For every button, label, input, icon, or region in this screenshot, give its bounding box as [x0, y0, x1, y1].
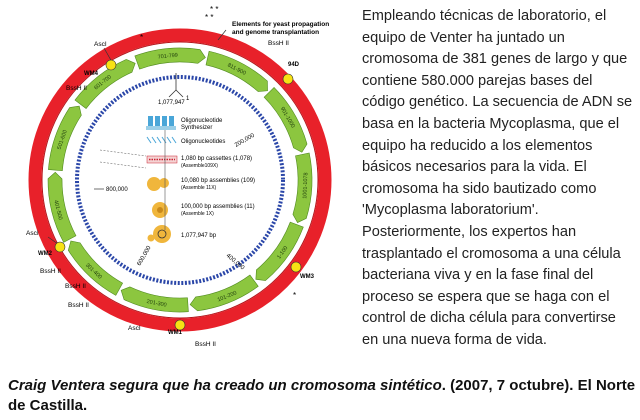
asci-top-pointer [103, 47, 113, 63]
top-label-pointer [217, 29, 227, 41]
cassette-arrow [205, 50, 268, 92]
cassette-arrow [120, 286, 189, 313]
outer-ring-edge [41, 41, 319, 319]
yeast-icon-3 [147, 225, 171, 243]
cassette-arrows [47, 47, 313, 313]
cassette-arrow [263, 86, 308, 153]
bsshii-left-label-2: BssH II [65, 283, 86, 290]
top-label-line1: Elements for yeast propagation [232, 21, 329, 28]
legend-100k-sub: (Assemble 1X) [181, 211, 214, 217]
bsshii-left-label-3: BssH II [68, 302, 89, 309]
wm3-marker [290, 261, 302, 273]
wm3-label: WM3 [300, 274, 315, 280]
zoom-guide [99, 149, 147, 169]
legend-cassette-main: 1,080 bp cassettes (1,078) [181, 156, 252, 162]
legend-10k-sub: (Assemble 11X) [181, 185, 217, 191]
origin-branch-right [175, 89, 184, 98]
legend-synthesizer-main: Oligonucleotide [181, 118, 223, 124]
oligonucleotides-icon [146, 136, 177, 144]
cassette-arrow [189, 274, 259, 312]
asterisk-cluster-top-2: * * [210, 5, 218, 14]
cassette-arrow [74, 59, 136, 109]
cassette-label: 201-300 [146, 299, 167, 309]
asci-top-label: AscI [94, 41, 107, 48]
wm4-marker [105, 59, 117, 71]
legend-10k-main: 10,080 bp assemblies (109) [181, 178, 255, 184]
caption-citation: Craig Ventera segura que ha creado un cr… [8, 377, 442, 394]
asterisk-cluster-top: * * [205, 13, 213, 22]
d94-label: 94D [288, 62, 300, 68]
cassette-icon [146, 155, 178, 164]
cassette-arrow [292, 152, 313, 223]
cassette-arrow [48, 105, 82, 171]
asci-left-pointer [47, 236, 59, 245]
yeast-icon-2 [152, 202, 168, 218]
cassette-arrow [47, 171, 77, 243]
cassette-label: 701-799 [157, 53, 178, 61]
article-body: Empleando técnicas de laboratorio, el eq… [362, 8, 633, 348]
wm4-label: WM4 [84, 71, 99, 77]
legend-genome-main: 1,077,947 bp [181, 233, 217, 239]
legend-oligos-main: Oligonucleotides [181, 139, 225, 145]
article-caption: Craig Ventera segura que ha creado un cr… [8, 376, 636, 416]
wm1-marker [174, 319, 186, 331]
asterisk-right: * [293, 291, 296, 300]
bsshii-topleft-label: BssH II [66, 85, 87, 92]
chromosome-map: 701-799811-900901-10001001-10781-100101-… [26, 5, 332, 348]
legend-synthesizer-sub: Synthesizer [181, 125, 212, 131]
caption-source: . (2007, 7 octubre). El Norte de Castill… [8, 377, 636, 414]
wm1-label: WM1 [168, 330, 183, 336]
origin-one: 1 [186, 96, 190, 102]
cassette-label: 401-500 [52, 200, 63, 221]
coord-800k: 800,000 [106, 187, 128, 193]
synthesizer-icon [146, 116, 176, 130]
wm2-label: WM2 [38, 251, 53, 257]
cassette-label: 1001-1078 [302, 172, 309, 199]
coord-600k: 600,000 [137, 245, 153, 267]
cassette-arrow [255, 221, 304, 281]
d94-marker [282, 73, 294, 85]
top-label-line2: and genome transplantation [232, 29, 319, 36]
coord-200k: 200,000 [234, 132, 256, 148]
origin-coord: 1,077,947 [158, 100, 185, 106]
inner-blue-ring [75, 75, 285, 285]
wm2-marker [54, 241, 66, 253]
cassette-arrow [134, 47, 206, 70]
bsshii-top-label: BssH II [268, 40, 289, 47]
legend-100k-main: 100,000 bp assemblies (11) [181, 204, 255, 210]
legend-cassette-sub: (Assemble109X) [181, 163, 218, 169]
cassette-arrow [67, 240, 124, 296]
bsshii-bottom-label: BssH II [195, 341, 216, 348]
bsshii-left-label-1: BssH II [40, 268, 61, 275]
origin-branch-left [168, 89, 177, 98]
asci-bottom-label: AscI [128, 325, 141, 332]
yeast-icon-1 [147, 177, 169, 191]
asci-left-label: AscI [26, 230, 39, 237]
asterisk-topleft: * [140, 33, 143, 42]
